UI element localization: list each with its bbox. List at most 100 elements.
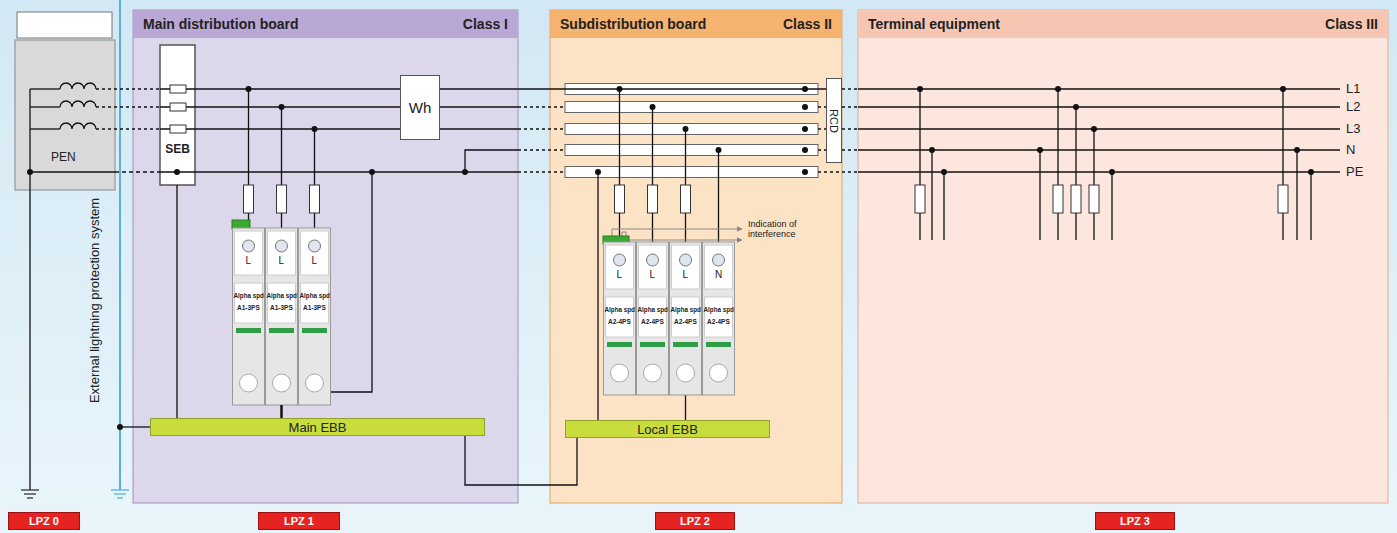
conductor xyxy=(842,149,858,150)
conductor xyxy=(842,128,858,129)
phase-conductor xyxy=(518,106,565,107)
coil-lead xyxy=(30,106,60,107)
conductor-link xyxy=(440,88,826,89)
junction-dot xyxy=(941,169,947,175)
pole-letter: L xyxy=(279,255,285,267)
node-label: Local EBB xyxy=(637,422,698,437)
pole-letter: L xyxy=(312,255,318,267)
spd-module-face xyxy=(672,297,700,337)
spd-earth xyxy=(280,405,283,418)
spd-status-window xyxy=(302,328,327,333)
spd-module-face xyxy=(301,283,329,323)
conductor-name: L1 xyxy=(1346,82,1360,97)
main-board-panel xyxy=(133,10,518,503)
pe-conductor xyxy=(597,172,598,420)
brand-label: Alpha spd xyxy=(671,306,701,313)
conductor xyxy=(858,128,1340,129)
brand-label: Alpha spd xyxy=(234,292,264,299)
indication-lead xyxy=(612,229,742,236)
model-label: A2-4PS xyxy=(674,318,697,325)
fuse-symbol xyxy=(244,185,254,213)
node-face: LPZ 3 xyxy=(1095,512,1175,530)
spd-feed xyxy=(718,150,719,242)
junction-dot xyxy=(802,126,808,132)
indication-lead xyxy=(622,232,742,240)
distribution-panel: Subdistribution boardClass IIRCDLocal EB… xyxy=(550,10,842,503)
model-label: A2-4PS xyxy=(707,318,730,325)
junction-dot xyxy=(1091,126,1097,132)
spd-module xyxy=(637,242,669,395)
zone-tag: LPZ 3 xyxy=(1095,512,1175,530)
pole-letter: L xyxy=(246,255,252,267)
spd-status-window xyxy=(673,342,698,347)
fuse-symbol xyxy=(1089,185,1099,213)
junction-dot xyxy=(27,169,33,175)
spd-status-window xyxy=(607,342,632,347)
model-label: A2-4PS xyxy=(641,318,664,325)
node-label: Main EBB xyxy=(289,420,347,435)
equipment-feed xyxy=(1111,172,1112,240)
spd-status-window xyxy=(706,342,731,347)
spd-module xyxy=(604,242,636,395)
junction-dot xyxy=(1280,86,1286,92)
conductor-name: PE xyxy=(1346,165,1363,180)
node-face: SEB xyxy=(160,45,195,185)
conductor xyxy=(842,106,858,107)
junction-dot xyxy=(929,147,935,153)
busbar xyxy=(565,102,818,113)
conductor xyxy=(858,88,1340,89)
spd-module-top xyxy=(235,231,263,275)
panel-heading: Class I xyxy=(463,16,508,32)
pen-conductor xyxy=(30,171,115,172)
phase-conductor xyxy=(195,106,400,107)
spd-terminal-screw xyxy=(614,254,626,266)
panel-heading: Main distribution board xyxy=(143,16,299,32)
ground-symbol xyxy=(117,497,123,498)
brand-label: Alpha spd xyxy=(638,306,668,313)
fuse-symbol xyxy=(1053,185,1063,213)
lps-conductor xyxy=(119,0,121,490)
busbar xyxy=(565,167,818,178)
junction-dot xyxy=(802,169,808,175)
busbar xyxy=(565,145,818,156)
terminal-panel xyxy=(858,10,1388,503)
seb-fuse xyxy=(170,85,186,93)
ground-symbol xyxy=(111,489,129,490)
model-label: A2-4PS xyxy=(608,318,631,325)
brand-label: Alpha spd xyxy=(267,292,297,299)
sub-board-panel xyxy=(550,10,842,503)
spd-terminal-screw xyxy=(710,364,728,382)
meter-box: Wh xyxy=(400,75,440,140)
junction-dot xyxy=(312,126,318,132)
spd-module xyxy=(299,228,331,405)
spd-module xyxy=(266,228,298,405)
zone-tag: LPZ 0 xyxy=(8,512,80,530)
ground-symbol xyxy=(27,497,33,498)
fuse-symbol xyxy=(310,185,320,213)
conductor xyxy=(842,88,858,89)
bonding-bar: Local EBB xyxy=(565,420,770,438)
transformer-box: PEN xyxy=(15,40,115,190)
node-face: Wh xyxy=(400,75,440,140)
fuse-symbol xyxy=(648,185,658,213)
spd-status-window xyxy=(640,342,665,347)
equipment-feed xyxy=(1310,172,1311,240)
conductor-link xyxy=(195,88,400,89)
spd-module-top xyxy=(301,231,329,275)
junction-dot xyxy=(716,147,722,153)
coil-lead xyxy=(30,128,60,129)
node-face: LPZ 1 xyxy=(258,512,340,530)
panel-heading: Terminal equipment xyxy=(868,16,1000,32)
fuse-symbol xyxy=(1071,185,1081,213)
pole-letter: L xyxy=(617,269,623,281)
spd-terminal-screw xyxy=(306,374,324,392)
spd-module xyxy=(670,242,702,395)
seb-fuse xyxy=(170,125,186,133)
conductor-name: L3 xyxy=(1346,122,1360,137)
spd-module-top xyxy=(672,245,700,289)
conductor-link xyxy=(465,436,577,485)
node-face: Main EBB xyxy=(150,418,485,436)
phase-conductor xyxy=(440,128,518,129)
junction-dot xyxy=(1308,169,1314,175)
node-label: LPZ 2 xyxy=(680,515,710,527)
